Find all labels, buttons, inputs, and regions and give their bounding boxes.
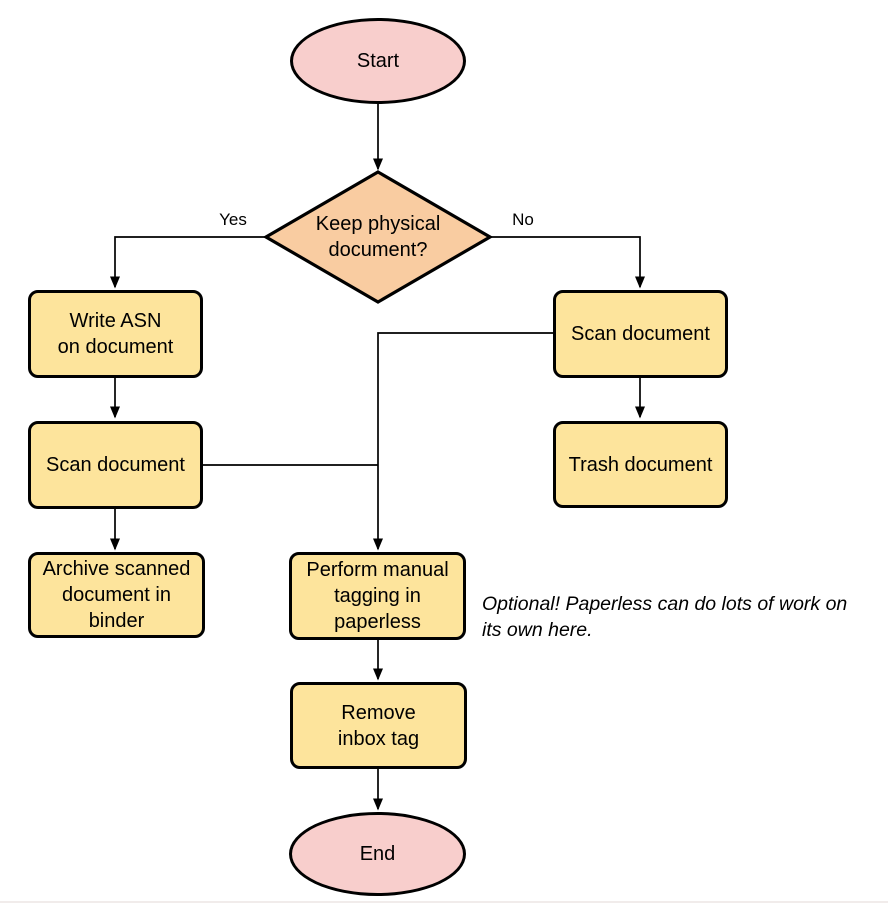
node-end: End (289, 812, 466, 896)
node-scan-document-left: Scan document (28, 421, 203, 509)
node-archive-scanned-document: Archive scanned document in binder (28, 552, 205, 638)
node-manual-tagging: Perform manual tagging in paperless (289, 552, 466, 640)
edge-scan-right-to-tagging (373, 332, 553, 551)
node-remove-inbox-tag: Remove inbox tag (290, 682, 467, 769)
node-manual-tagging-label: Perform manual tagging in paperless (306, 559, 449, 633)
node-end-label: End (359, 843, 396, 865)
node-remove-inbox-tag-label: Remove inbox tag (337, 701, 420, 750)
node-scan-document-left-label: Scan document (46, 454, 185, 476)
diamond-shape (263, 170, 493, 304)
node-write-asn: Write ASN on document (28, 290, 203, 378)
node-archive-label: Archive scanned document in binder (42, 558, 191, 632)
node-scan-document-right-label: Scan document (571, 323, 710, 345)
optional-note: Optional! Paperless can do lots of work … (482, 593, 848, 641)
node-scan-document-right: Scan document (553, 290, 728, 378)
node-start: Start (290, 18, 466, 104)
node-decision-label: Keep physical document? (315, 213, 441, 261)
node-start-label: Start (356, 50, 400, 72)
edge-decision-no-to-scan-right (490, 236, 645, 289)
node-decision: Keep physical document? (263, 169, 493, 305)
edge-label-yes: Yes (219, 210, 247, 229)
node-write-asn-label: Write ASN on document (57, 310, 174, 358)
bottom-divider (0, 901, 888, 903)
edge-decision-yes-to-write-asn (110, 236, 266, 289)
node-trash-document: Trash document (553, 421, 728, 508)
node-trash-document-label: Trash document (568, 453, 713, 476)
edge-label-no: No (512, 210, 534, 229)
